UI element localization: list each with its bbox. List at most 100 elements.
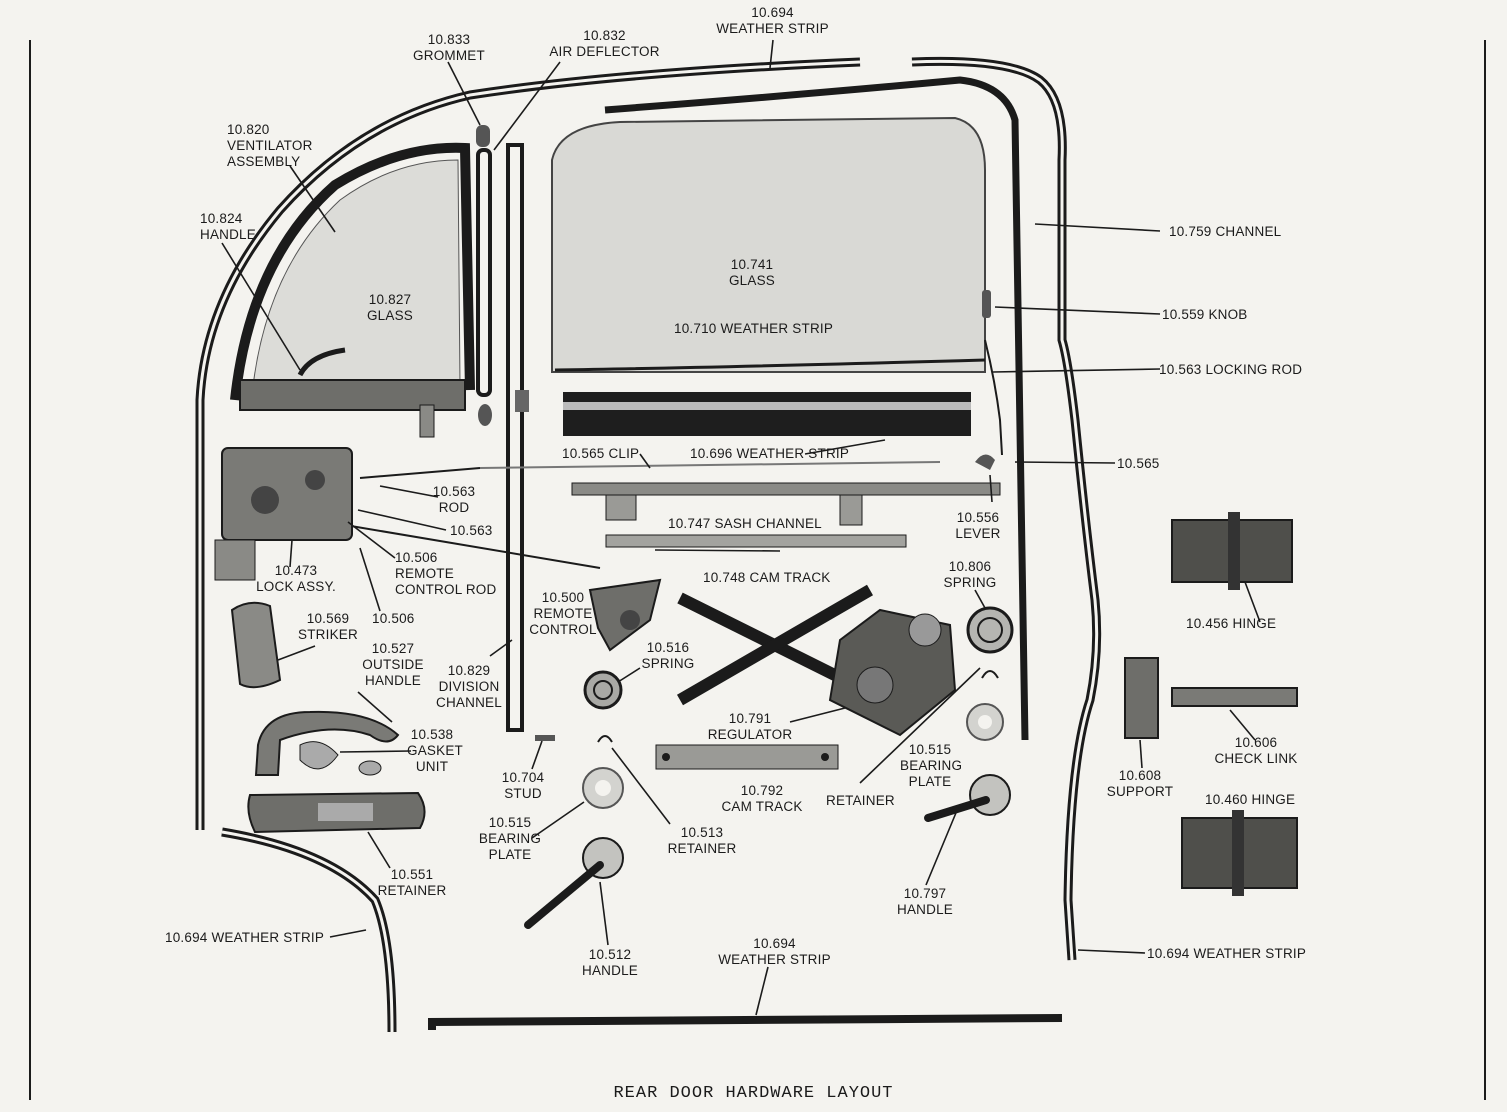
callout-line: 10.565 CLIP <box>562 446 640 461</box>
callout-line: 10.569 <box>306 611 350 626</box>
bottom-weather-strip <box>428 1014 1063 1030</box>
callout-line: 10.606 <box>1234 735 1278 750</box>
callout-line: VENTILATOR <box>227 138 313 153</box>
callout-line: 10.563 <box>432 484 476 499</box>
callout-line: CONTROL ROD <box>395 582 497 597</box>
callout-line: SPRING <box>943 575 997 590</box>
figure-caption: REAR DOOR HARDWARE LAYOUT <box>613 1084 894 1103</box>
callout-line: STUD <box>504 786 542 801</box>
callout-line: 10.608 <box>1118 768 1162 783</box>
support-608 <box>1124 657 1159 739</box>
callout-line: 10.696 WEATHER STRIP <box>690 446 850 461</box>
callout-line: 10.456 HINGE <box>1186 616 1277 631</box>
retainer-clip <box>597 735 613 743</box>
regulator-arm-2 <box>676 584 874 706</box>
callout-line: HANDLE <box>365 673 421 688</box>
callout-line: SUPPORT <box>1106 784 1174 799</box>
callout-line: GLASS <box>366 308 414 323</box>
callout-line: 10.704 <box>501 770 545 785</box>
callout-line: 10.515 <box>488 815 532 830</box>
callout-line: 10.506 <box>372 611 415 626</box>
callout-line: ROD <box>438 500 470 515</box>
callout-line: 10.556 <box>956 510 1000 525</box>
label-locking-rod: 10.563 LOCKING ROD <box>1159 362 1302 378</box>
callout-line: PLATE <box>488 847 532 862</box>
spring-516 <box>583 670 623 710</box>
cam-track-lower <box>655 744 839 770</box>
callout-line: CAM TRACK <box>721 799 803 814</box>
callout-line: 10.797 <box>903 886 947 901</box>
callout-line: HANDLE <box>582 963 638 978</box>
outside-handle <box>254 710 400 776</box>
callout-line: 10.791 <box>728 711 772 726</box>
label-hinge-456: 10.456 HINGE <box>1186 616 1276 632</box>
label-563: 10.563 <box>450 523 493 539</box>
striker <box>230 601 282 689</box>
callout-line: GLASS <box>728 273 776 288</box>
callout-line: CONTROL <box>529 622 597 637</box>
callout-line: 10.741 <box>730 257 774 272</box>
callout-line: REMOTE <box>533 606 593 621</box>
callout-line: 10.563 <box>450 523 493 538</box>
label-506: 10.506 <box>372 611 415 627</box>
callout-line: RETAINER <box>377 883 447 898</box>
callout-line: CHANNEL <box>436 695 502 710</box>
callout-line: 10.827 <box>368 292 412 307</box>
callout-line: CHECK LINK <box>1214 751 1298 766</box>
callout-line: RETAINER <box>826 793 895 808</box>
callout-line: HANDLE <box>897 902 953 917</box>
ventilator-handle <box>297 347 346 377</box>
callout-line: 10.694 <box>753 936 796 951</box>
callout-line: 10.833 <box>427 32 471 47</box>
callout-line: PLATE <box>908 774 952 789</box>
check-link-606 <box>1171 687 1298 707</box>
label-knob: 10.559 KNOB <box>1162 307 1248 323</box>
callout-line: 10.824 <box>200 211 243 226</box>
callout-line: STRIKER <box>298 627 358 642</box>
callout-line: 10.512 <box>588 947 632 962</box>
callout-line: 10.473 <box>274 563 318 578</box>
callout-line: 10.516 <box>646 640 690 655</box>
callout-line: OUTSIDE <box>362 657 424 672</box>
lock-rod <box>359 467 481 479</box>
callout-line: SPRING <box>641 656 695 671</box>
callout-line: 10.832 <box>583 28 626 43</box>
callout-line: AIR DEFLECTOR <box>549 44 660 59</box>
callout-line: 10.694 WEATHER STRIP <box>165 930 325 945</box>
callout-line: BEARING <box>900 758 963 773</box>
leader-lines <box>221 39 1261 1016</box>
spring-806 <box>966 606 1014 654</box>
callout-line: DIVISION <box>438 679 500 694</box>
callout-line: HANDLE <box>200 227 256 242</box>
callout-line: 10.792 <box>740 783 784 798</box>
callout-line: 10.748 CAM TRACK <box>703 570 831 585</box>
label-weather-strip-696: 10.696 WEATHER STRIP <box>690 446 849 462</box>
label-retainer-right: RETAINER <box>826 793 895 809</box>
label-hinge-460: 10.460 HINGE <box>1205 792 1295 808</box>
label-weather-strip-lower-left: 10.694 WEATHER STRIP <box>165 930 324 946</box>
callout-line: 10.694 <box>751 5 794 20</box>
page-number: 684 <box>0 44 2 66</box>
